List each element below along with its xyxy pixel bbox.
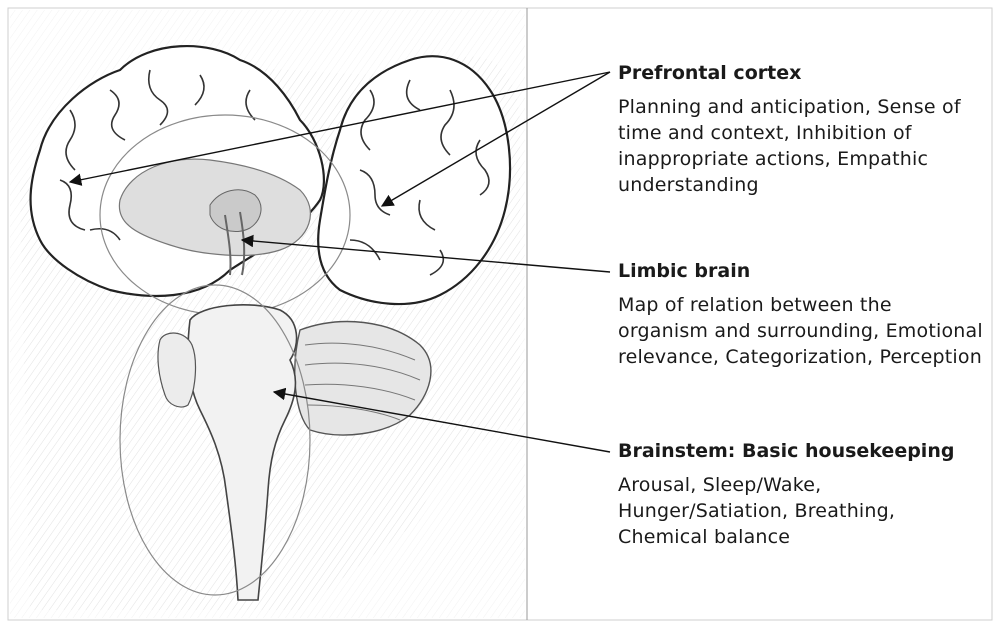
brainstem-label: Brainstem: Basic housekeeping Arousal, S… [618, 438, 988, 550]
limbic-heading: Limbic brain [618, 258, 988, 284]
prefrontal-description: Planning and anticipation, Sense of time… [618, 94, 988, 198]
prefrontal-label: Prefrontal cortex Planning and anticipat… [618, 60, 988, 198]
brainstem-description: Arousal, Sleep/Wake, Hunger/Satiation, B… [618, 472, 988, 550]
prefrontal-heading: Prefrontal cortex [618, 60, 988, 86]
brainstem-heading: Brainstem: Basic housekeeping [618, 438, 988, 464]
limbic-label: Limbic brain Map of relation between the… [618, 258, 988, 370]
limbic-description: Map of relation between the organism and… [618, 292, 988, 370]
